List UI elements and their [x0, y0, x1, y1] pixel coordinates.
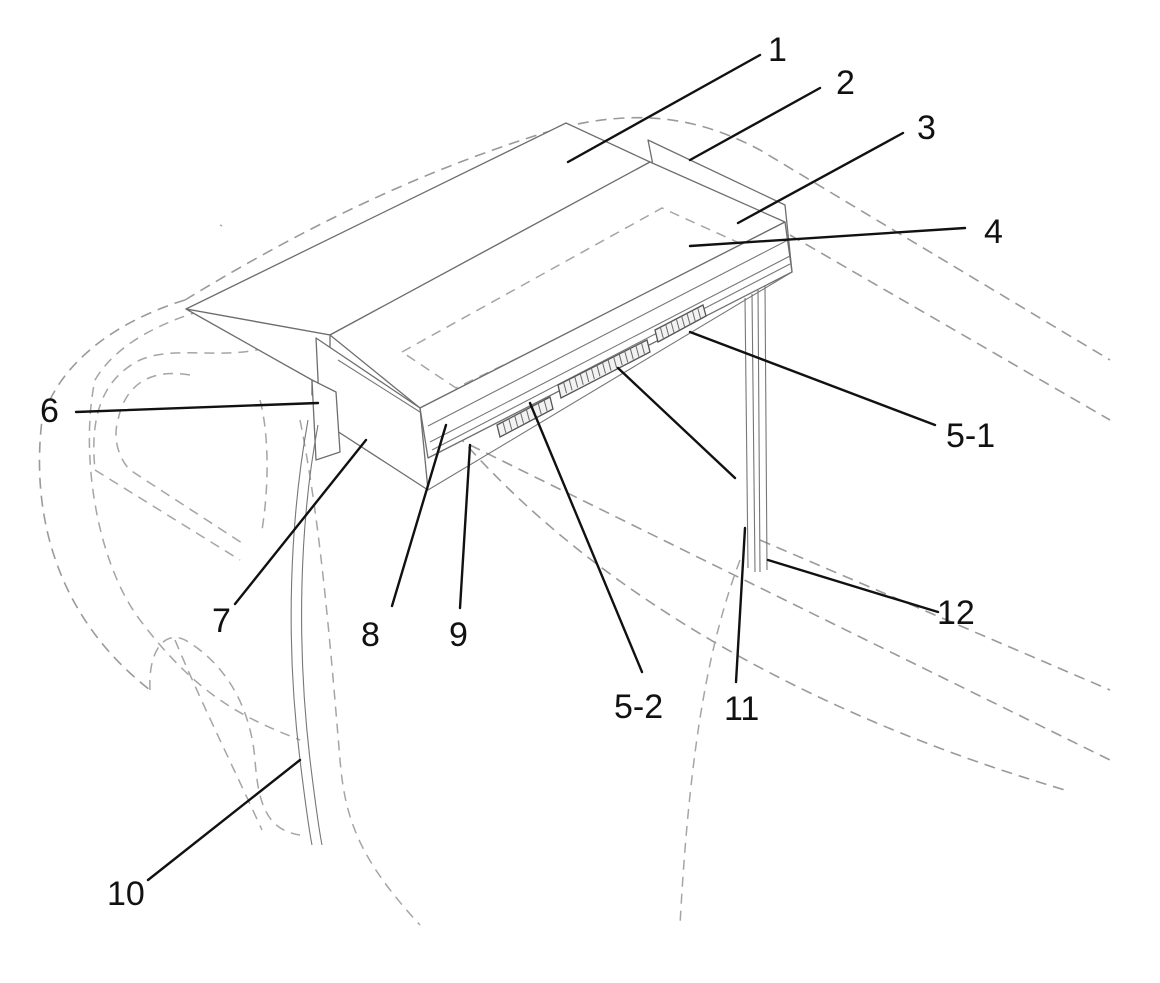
- label-8: 8: [361, 616, 380, 654]
- vent-slat: [607, 359, 612, 371]
- vent-slat: [665, 324, 670, 336]
- vent-slat: [508, 418, 513, 430]
- leader-lines: [74, 53, 967, 882]
- vent-slat: [596, 365, 601, 377]
- label-10: 10: [107, 875, 145, 913]
- label-3: 3: [917, 109, 936, 147]
- vent-slat: [525, 409, 530, 421]
- vent-slat: [514, 415, 519, 427]
- label-2: 2: [836, 64, 855, 102]
- vent-slat: [502, 421, 507, 434]
- rod-11: [744, 297, 749, 569]
- vent-slat: [585, 370, 590, 383]
- mount-bracket: [311, 379, 341, 461]
- label-12: 12: [937, 594, 975, 632]
- label-5-2: 5-2: [614, 688, 663, 726]
- vent-slat: [563, 382, 568, 394]
- cable-10: [290, 419, 313, 846]
- seat-outline-dashed: [38, 116, 1111, 926]
- reference-numerals: 1 2 3 4 5-1 5-2 6 7 8 9 10 11 12: [40, 31, 1003, 913]
- vent-slat: [543, 399, 548, 412]
- vent-slat: [640, 342, 645, 354]
- vent-slat: [670, 321, 675, 333]
- vent-slat: [602, 362, 606, 374]
- label-6: 6: [40, 392, 59, 430]
- vent-slat: [537, 403, 542, 415]
- cables: [290, 285, 768, 846]
- vent-slat: [590, 367, 595, 380]
- vent-slat: [635, 345, 640, 357]
- vent-slat: [629, 348, 634, 360]
- label-5-1: 5-1: [946, 417, 995, 455]
- vent-slat: [659, 327, 664, 339]
- label-9: 9: [449, 616, 468, 654]
- label-4: 4: [984, 213, 1003, 251]
- rod-12: [757, 289, 761, 573]
- vent-slat: [624, 351, 629, 363]
- vent-slat: [618, 353, 623, 366]
- air-vents: [496, 304, 707, 438]
- device-body: [185, 122, 793, 491]
- vent-slat: [681, 315, 686, 328]
- vent-slat: [574, 376, 579, 388]
- vent-slat: [691, 310, 696, 322]
- vent-slat: [568, 379, 573, 391]
- vent-slat: [613, 356, 618, 369]
- label-1: 1: [768, 31, 787, 69]
- vent-slat: [686, 313, 691, 325]
- vent-slat: [520, 412, 525, 424]
- vent-slat: [697, 307, 702, 319]
- label-11: 11: [724, 690, 759, 728]
- vent-slat: [579, 373, 584, 385]
- label-7: 7: [212, 602, 231, 640]
- vent-slat: [675, 318, 680, 331]
